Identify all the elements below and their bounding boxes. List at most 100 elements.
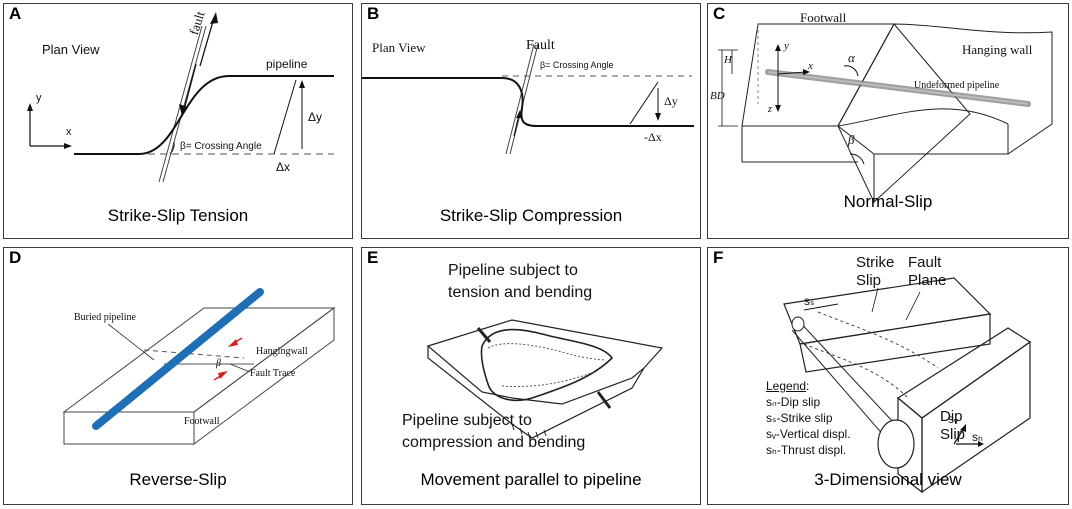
red-arrowhead-lower bbox=[218, 371, 228, 379]
pipe-end-left bbox=[476, 327, 492, 343]
fault-label: Fault bbox=[526, 38, 555, 53]
panel-a: A Plan View fault pipeline β= Crossing A… bbox=[3, 3, 353, 239]
panel-caption: Strike-Slip Tension bbox=[107, 206, 249, 225]
x-label: x bbox=[808, 60, 813, 72]
plan-view-label: Plan View bbox=[372, 40, 426, 55]
panel-letter: F bbox=[713, 248, 724, 267]
block-front-face bbox=[63, 411, 195, 445]
tension-label-line2: tension and bending bbox=[448, 284, 593, 301]
strike-slip-leader bbox=[871, 287, 879, 313]
dip-label: Dip bbox=[940, 408, 963, 425]
footwall-label: Footwall bbox=[800, 10, 847, 25]
compression-label-line2: compression and bending bbox=[402, 434, 586, 451]
legend-item: sᵥ-Vertical displ. bbox=[766, 427, 851, 441]
pipeline-label: pipeline bbox=[266, 57, 308, 71]
strike-label: Strike bbox=[856, 254, 895, 271]
crossing-angle-arc bbox=[169, 141, 175, 155]
dy-label: Δy bbox=[308, 110, 323, 124]
hangingwall-label: Hangingwall bbox=[256, 346, 308, 357]
y-axis-label: y bbox=[36, 92, 42, 104]
ground-slab-top bbox=[426, 319, 664, 405]
fault-line-right bbox=[162, 25, 207, 183]
legend-item: sₛ-Strike slip bbox=[766, 411, 833, 425]
ss-arrow bbox=[803, 303, 839, 311]
alpha-arc bbox=[843, 65, 859, 77]
bd-label: BD bbox=[710, 90, 725, 102]
sh-label: sₕ bbox=[972, 430, 983, 444]
h-label: H bbox=[724, 54, 732, 66]
dy-label: Δy bbox=[664, 94, 678, 108]
sv-arrowhead bbox=[960, 424, 966, 432]
alpha-label: α bbox=[848, 50, 855, 65]
panel-letter: C bbox=[713, 4, 726, 23]
block-side-face bbox=[193, 307, 335, 445]
sv-label: sᵥ bbox=[948, 412, 958, 426]
buried-pipeline-leader bbox=[107, 323, 155, 361]
compression-label-line1: Pipeline subject to bbox=[402, 412, 532, 429]
pipe-end-right bbox=[596, 391, 612, 409]
panel-b: B Plan View Fault β= Crossing Angle Δy -… bbox=[361, 3, 701, 239]
dx-label: Δx bbox=[276, 160, 291, 174]
panel-f-diagram bbox=[783, 277, 1032, 494]
panel-c-diagram bbox=[718, 23, 1053, 203]
panel-caption: Normal-Slip bbox=[843, 192, 933, 211]
panel-e-diagram bbox=[426, 319, 664, 439]
x-axis-label: x bbox=[66, 126, 72, 138]
legend-title: Legend: bbox=[766, 378, 851, 394]
beta-label: β bbox=[848, 132, 855, 147]
fault-plane-curve bbox=[803, 343, 909, 399]
panel-a-diagram bbox=[27, 12, 334, 183]
z-axis-arrowhead bbox=[775, 105, 781, 112]
fault-trace-label: Fault Trace bbox=[250, 368, 296, 379]
hanging-wall-block bbox=[837, 23, 1053, 155]
y-axis-arrowhead bbox=[775, 44, 781, 51]
fault-trace-line bbox=[143, 349, 245, 359]
panel-letter: A bbox=[9, 4, 22, 23]
fault-arrow-up bbox=[199, 17, 215, 67]
pipeline-highlight bbox=[767, 71, 1029, 105]
panel-b-diagram bbox=[362, 43, 694, 155]
beta-arc bbox=[849, 153, 865, 165]
dx-diagonal-line bbox=[273, 79, 297, 155]
panel-c: C Footwall Hanging wall Undeformed pipel… bbox=[707, 3, 1069, 239]
y-label: y bbox=[784, 40, 789, 52]
panel-caption: Strike-Slip Compression bbox=[439, 206, 623, 225]
crossing-angle-label: β= Crossing Angle bbox=[540, 60, 614, 70]
tension-label-line1: Pipeline subject to bbox=[448, 262, 578, 279]
footwall-top-face bbox=[741, 23, 895, 127]
fault-plane-leader bbox=[905, 291, 921, 321]
x-axis-arrowhead bbox=[64, 143, 72, 149]
legend-title-colon: : bbox=[806, 379, 810, 393]
fault-trace-leader bbox=[229, 363, 251, 373]
panel-letter: E bbox=[367, 248, 379, 267]
legend-item: sₕ-Thrust displ. bbox=[766, 443, 847, 457]
plan-view-label: Plan View bbox=[42, 42, 100, 57]
panel-d: D Buried pipeline Hangingwall Fault Trac… bbox=[3, 247, 353, 505]
lower-block-top bbox=[896, 327, 1032, 419]
fault-arrowhead-down bbox=[179, 104, 188, 116]
block-top-face bbox=[62, 307, 336, 413]
red-arrowhead-upper bbox=[228, 339, 238, 347]
fault-arrowhead-up bbox=[516, 110, 522, 118]
beta-label: β bbox=[216, 358, 221, 369]
lower-block-side bbox=[921, 340, 1031, 494]
legend: Legend: sₙ-Dip slip sₛ-Strike slip sᵥ-Ve… bbox=[766, 378, 851, 458]
y-axis-arrowhead bbox=[27, 103, 33, 111]
pipeline-end-large bbox=[877, 419, 915, 469]
pipeline-curve bbox=[362, 77, 694, 127]
fault-label: Fault bbox=[908, 254, 942, 271]
sh-arrowhead bbox=[978, 441, 984, 447]
pipeline-top-line bbox=[795, 317, 909, 439]
panel-caption: Reverse-Slip bbox=[129, 470, 227, 489]
tension-pipe-dotted bbox=[487, 343, 607, 361]
fault-arrowhead-up bbox=[210, 12, 218, 24]
deformation-zone bbox=[480, 328, 614, 402]
fault-line-right bbox=[509, 43, 539, 155]
panel-f: F Strike Slip Fault Plane Dip Slip sᵥ sₕ… bbox=[707, 247, 1069, 505]
z-label: z bbox=[768, 104, 772, 115]
panel-letter: B bbox=[367, 4, 380, 23]
undeformed-pipeline-label: Undeformed pipeline bbox=[914, 80, 1000, 91]
edge-hatching bbox=[511, 423, 547, 439]
crossing-angle-label: β= Crossing Angle bbox=[180, 141, 262, 152]
x-axis-arrowhead bbox=[803, 69, 810, 75]
